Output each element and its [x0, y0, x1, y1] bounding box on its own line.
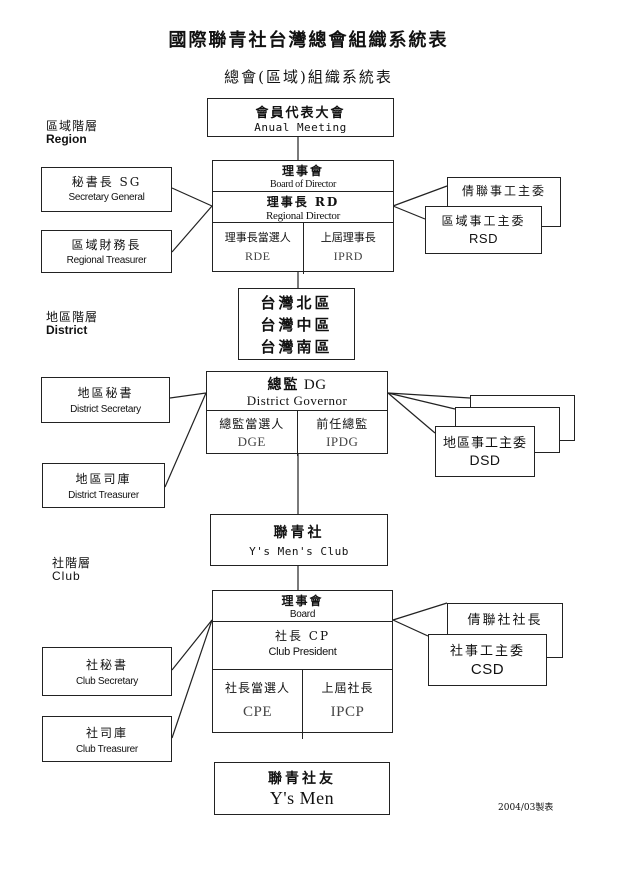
page-subtitle: 總會(區域)組織系統表 — [224, 68, 393, 86]
districts-box: 台灣北區 台灣中區 台灣南區 — [238, 288, 355, 360]
ipdg-en: IPDG — [326, 434, 359, 449]
csd-en: CSD — [470, 661, 505, 678]
ys-mens-club-box: 聯青社 Y's Men's Club — [210, 514, 388, 566]
dge-cell: 總監當選人 DGE — [207, 411, 298, 456]
district-south: 台灣南區 — [260, 338, 333, 356]
ds-zh: 地區秘書 — [77, 386, 134, 400]
dsd-box: 地區事工主委 DSD — [435, 426, 535, 477]
district-north: 台灣北區 — [260, 294, 333, 312]
regional-director-cell: 理事長 RD Regional Director — [213, 193, 393, 223]
club-board-cell: 理事會 Board — [213, 592, 392, 622]
district-tier-en: District — [46, 323, 88, 337]
club-secretary-box: 社秘書 Club Secretary — [42, 647, 172, 696]
csd-zh: 社事工主委 — [449, 644, 525, 659]
dt-zh: 地區司庫 — [75, 472, 132, 486]
district-central: 台灣中區 — [260, 316, 333, 334]
rsd-back-zh: 倩聯事工主委 — [461, 184, 546, 198]
region-board-block: 理事會 Board of Director 理事長 RD Regional Di… — [212, 160, 394, 274]
board-zh: 理事會 — [281, 164, 324, 178]
csd-back-zh: 倩聯社社長 — [467, 613, 543, 628]
dg-abbr: DG — [303, 377, 327, 393]
rde-en: RDE — [245, 249, 271, 263]
cp-zh: 社長 CP — [274, 629, 331, 643]
club-tier-en: Club — [52, 569, 81, 583]
rt-zh: 區域財務長 — [71, 238, 142, 252]
sg-en: Secretary General — [68, 192, 145, 203]
annual-meeting-zh: 會員代表大會 — [255, 106, 346, 121]
dsd-en: DSD — [469, 452, 501, 468]
region-tier-en: Region — [46, 132, 87, 146]
ipcp-cell: 上屆社長 IPCP — [303, 670, 392, 739]
ipcp-en: IPCP — [330, 704, 365, 720]
ys-men-box: 聯青社友 Y's Men — [214, 762, 390, 815]
cs-en: Club Secretary — [76, 676, 138, 687]
iprd-cell: 上屆理事長 IPRD — [304, 223, 394, 274]
footnote: 2004/03製表 — [498, 803, 554, 813]
cpe-cell: 社長當選人 CPE — [213, 670, 303, 739]
rd-zh: 理事長 RD — [266, 195, 340, 209]
district-treasurer-box: 地區司庫 District Treasurer — [42, 463, 165, 508]
rsd-en: RSD — [469, 231, 498, 246]
rde-zh: 理事長當選人 — [224, 231, 291, 244]
dge-zh: 總監當選人 — [219, 417, 285, 431]
dsd-zh: 地區事工主委 — [442, 436, 527, 451]
cpe-en: CPE — [242, 704, 272, 720]
club-box-zh: 聯青社 — [273, 525, 325, 541]
rd-en: Regional Director — [265, 210, 340, 222]
cs-zh: 社秘書 — [85, 658, 128, 672]
club-treasurer-box: 社司庫 Club Treasurer — [42, 716, 172, 762]
club-board-zh: 理事會 — [281, 594, 324, 608]
annual-meeting-box: 會員代表大會 Anual Meeting — [207, 98, 394, 137]
members-zh: 聯青社友 — [268, 771, 336, 787]
regional-treasurer-box: 區域財務長 Regional Treasurer — [41, 230, 172, 273]
iprd-zh: 上屆理事長 — [320, 231, 376, 244]
region-tier-zh: 區域階層 — [46, 119, 99, 133]
ct-zh: 社司庫 — [85, 726, 128, 740]
club-board-block: 理事會 Board 社長 CP Club President 社長當選人 CPE… — [212, 590, 393, 739]
members-en: Y's Men — [269, 788, 335, 808]
dt-en: District Treasurer — [68, 490, 139, 501]
ct-en: Club Treasurer — [76, 744, 138, 755]
secretary-general-box: 秘書長 SG Secretary General — [41, 167, 172, 212]
district-tier-zh: 地區階層 — [46, 310, 99, 324]
sg-zh: 秘書長 SG — [71, 175, 142, 189]
cpe-zh: 社長當選人 — [224, 681, 290, 695]
board-of-director-cell: 理事會 Board of Director — [213, 162, 393, 192]
rsd-box: 區域事工主委 RSD — [425, 206, 542, 254]
ipdg-cell: 前任總監 IPDG — [298, 411, 388, 456]
rsd-zh: 區域事工主委 — [441, 214, 526, 228]
dg-cell: 總監 DG District Governor — [207, 374, 387, 411]
ds-en: District Secretary — [70, 404, 141, 415]
district-governor-block: 總監 DG District Governor 總監當選人 DGE 前任總監 I… — [206, 371, 388, 456]
ipcp-zh: 上屆社長 — [321, 681, 374, 695]
club-board-en: Board — [289, 609, 316, 620]
club-tier-zh: 社階層 — [52, 556, 92, 570]
board-en: Board of Director — [270, 179, 336, 190]
dg-zh: 總監 — [267, 377, 300, 393]
club-box-en: Y's Men's Club — [249, 545, 349, 558]
iprd-en: IPRD — [333, 249, 363, 263]
rt-en: Regional Treasurer — [66, 255, 147, 266]
annual-meeting-en: Anual Meeting — [254, 121, 347, 134]
dg-en: District Governor — [246, 393, 348, 408]
club-president-cell: 社長 CP Club President — [213, 627, 392, 670]
dge-en: DGE — [237, 434, 266, 449]
ipdg-zh: 前任總監 — [316, 417, 369, 431]
page-title: 國際聯青社台灣總會組織系統表 — [168, 30, 449, 51]
district-secretary-box: 地區秘書 District Secretary — [41, 377, 170, 423]
csd-box: 社事工主委 CSD — [428, 634, 547, 686]
rde-cell: 理事長當選人 RDE — [213, 223, 304, 274]
cp-en: Club President — [268, 646, 337, 658]
